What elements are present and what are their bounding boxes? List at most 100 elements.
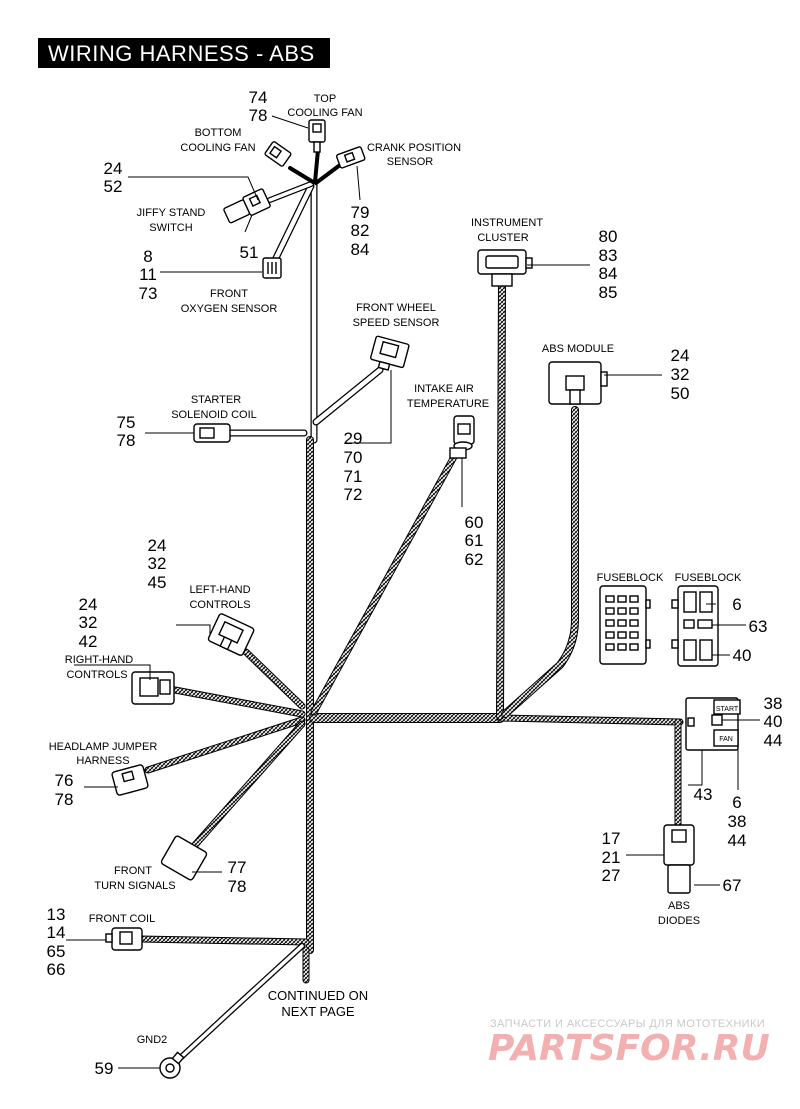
label-fuseblock-right: FUSEBLOCK	[675, 572, 742, 584]
callout-diodes-3: 27	[602, 866, 621, 885]
callout-jiffy-51: 51	[240, 243, 259, 262]
crank-sensor-connector	[335, 146, 366, 169]
callout-starter-1: 75	[117, 413, 136, 432]
callout-coil-4: 66	[47, 960, 66, 979]
callout-instrument-4: 85	[599, 283, 618, 302]
label-abs-diodes-1: ABS	[668, 900, 690, 912]
callout-numbers: 74 78 24 52 79 82 84 51 8 11 73 80 83 84…	[47, 88, 783, 1078]
callout-headlamp-2: 78	[55, 790, 74, 809]
harness-wires	[136, 148, 684, 1063]
label-turn-1: FRONT	[114, 865, 152, 877]
watermark-logo: PARTSFOR.RU	[488, 1028, 770, 1069]
label-fuseblock-left: FUSEBLOCK	[597, 572, 664, 584]
label-bottom-cooling-fan-1: BOTTOM	[195, 127, 242, 139]
callout-right-1: 24	[79, 595, 98, 614]
callout-relay-43: 43	[694, 785, 713, 804]
callout-fuse-63: 63	[749, 617, 768, 636]
label-jiffy-1: JIFFY STAND	[137, 207, 206, 219]
jiffy-stand-connector	[223, 188, 271, 224]
gnd-ring-terminal	[159, 1051, 185, 1079]
label-crank-1: CRANK POSITION	[367, 142, 461, 154]
callout-coil-2: 14	[47, 923, 66, 942]
label-intake-2: TEMPERATURE	[407, 398, 489, 410]
callout-relay-1: 38	[764, 694, 783, 713]
label-abs-module: ABS MODULE	[542, 343, 614, 355]
label-oxygen-2: OXYGEN SENSOR	[181, 303, 278, 315]
callout-relay-2: 40	[764, 712, 783, 731]
page-title: WIRING HARNESS - ABS	[48, 41, 315, 66]
fuseblock-left	[599, 585, 651, 665]
callout-right-3: 42	[79, 632, 98, 651]
leader-lines	[66, 115, 760, 1069]
callout-crank-1: 79	[351, 203, 370, 222]
callout-wheel-2: 70	[344, 448, 363, 467]
callout-fuse-40: 40	[733, 646, 752, 665]
callout-coil-1: 13	[47, 905, 66, 924]
front-coil-connector	[105, 927, 143, 951]
label-oxygen-1: FRONT	[210, 288, 248, 300]
callout-jiffy-2: 52	[104, 177, 123, 196]
label-wheel-speed-1: FRONT WHEEL	[356, 302, 436, 314]
callout-relay-3: 44	[764, 731, 783, 750]
label-starter-1: STARTER	[191, 394, 241, 406]
callout-abs-3: 50	[671, 384, 690, 403]
callout-left-2: 32	[148, 554, 167, 573]
label-headlamp-1: HEADLAMP JUMPER	[49, 741, 158, 753]
callout-abs-2: 32	[671, 365, 690, 384]
callout-instrument-3: 84	[599, 264, 618, 283]
label-jiffy-2: SWITCH	[149, 222, 192, 234]
callout-jiffy-1: 24	[104, 159, 123, 178]
callout-wheel-1: 29	[344, 429, 363, 448]
label-gnd2: GND2	[137, 1034, 168, 1046]
wire-abs-module	[501, 406, 579, 718]
callout-fan-1: 6	[732, 793, 741, 812]
left-hand-controls-connector	[207, 613, 255, 656]
callout-coil-3: 65	[47, 942, 66, 961]
callout-wheel-4: 72	[344, 485, 363, 504]
callout-oxygen-3: 73	[139, 284, 158, 303]
label-wheel-speed-2: SPEED SENSOR	[353, 317, 440, 329]
label-left-hand-1: LEFT-HAND	[189, 584, 250, 596]
label-top-cooling-fan-2: COOLING FAN	[287, 107, 362, 119]
label-bottom-cooling-fan-2: COOLING FAN	[180, 142, 255, 154]
starter-solenoid-connector	[193, 423, 231, 443]
title-bar	[38, 38, 330, 68]
callout-diodes-67: 67	[723, 876, 742, 895]
callout-diodes-1: 17	[602, 829, 621, 848]
callout-fan-2: 38	[728, 812, 747, 831]
label-instrument-1: INSTRUMENT	[471, 217, 543, 229]
headlamp-jumper-connector	[111, 764, 149, 796]
right-hand-controls-connector	[131, 671, 175, 705]
relay-block	[685, 697, 741, 751]
bottom-cooling-fan-connector	[264, 141, 292, 167]
callout-turn-1: 77	[228, 858, 247, 877]
callout-turn-2: 78	[228, 877, 247, 896]
callout-intake-2: 61	[465, 531, 484, 550]
label-instrument-2: CLUSTER	[477, 232, 528, 244]
callout-intake-3: 62	[465, 550, 484, 569]
callout-diodes-2: 21	[602, 848, 621, 867]
label-starter-2: SOLENOID COIL	[171, 409, 257, 421]
callout-fuse-6: 6	[732, 595, 741, 614]
relay-fan-label: FAN	[719, 736, 733, 743]
callout-abs-1: 24	[671, 346, 690, 365]
callout-top-fan-1: 74	[249, 88, 268, 107]
callout-oxygen-1: 8	[143, 247, 152, 266]
label-headlamp-2: HARNESS	[76, 755, 129, 767]
component-labels: TOP COOLING FAN BOTTOM COOLING FAN CRANK…	[49, 93, 742, 1046]
callout-crank-2: 82	[351, 221, 370, 240]
callout-headlamp-1: 76	[55, 771, 74, 790]
fuseblock-right	[671, 585, 719, 667]
label-intake-1: INTAKE AIR	[414, 383, 474, 395]
callout-fan-3: 44	[728, 831, 747, 850]
callout-instrument-2: 83	[599, 246, 618, 265]
callout-instrument-1: 80	[599, 227, 618, 246]
label-abs-diodes-2: DIODES	[658, 915, 700, 927]
abs-diodes-connector	[663, 824, 695, 894]
abs-module-connector	[548, 361, 608, 405]
label-continued-2: NEXT PAGE	[281, 1004, 355, 1019]
callout-gnd: 59	[95, 1059, 114, 1078]
wheel-speed-connector	[370, 335, 410, 371]
label-left-hand-2: CONTROLS	[189, 599, 250, 611]
